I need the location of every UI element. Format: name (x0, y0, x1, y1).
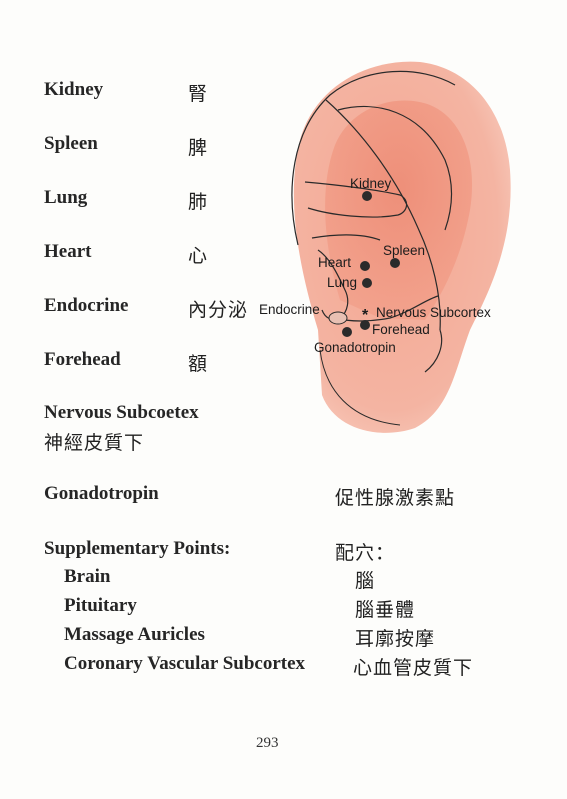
supp-item-coronary-zh: 心血管皮質下 (353, 657, 474, 679)
entry-spleen-en: Spleen (44, 133, 98, 154)
kidney-point (362, 191, 372, 201)
spleen-point (390, 258, 400, 268)
entry-kidney-zh: 腎 (188, 83, 209, 105)
entry-endocrine-zh: 內分泌 (188, 299, 249, 321)
entry-lung-en: Lung (44, 187, 88, 208)
ear-contour-superior-crus (337, 105, 453, 231)
ear-contour-antitragus (424, 329, 443, 373)
supplementary-heading: Supplementary Points: (44, 538, 231, 559)
ear-contour-cymba (304, 181, 408, 218)
entry-heart-zh: 心 (188, 245, 209, 267)
supp-item-brain-zh: 腦 (355, 570, 376, 592)
ear-label-nervous-subcortex: Nervous Subcortex (376, 305, 491, 320)
supp-item-massage-zh: 耳廓按摩 (355, 628, 436, 650)
entry-lung-zh: 肺 (188, 191, 209, 213)
supplementary-heading-zh: 配穴： (335, 542, 396, 564)
entry-nervous-en: Nervous Subcoetex (44, 402, 199, 423)
entry-forehead-en: Forehead (44, 349, 121, 370)
supp-item-pituitary-zh: 腦垂體 (355, 599, 416, 621)
entry-nervous-zh: 神經皮質下 (44, 432, 145, 454)
supp-item-pituitary-en: Pituitary (64, 595, 137, 616)
gonadotropin-point (342, 327, 352, 337)
forehead-point (360, 320, 370, 330)
page-number: 293 (256, 735, 279, 751)
ear-label-gonadotropin: Gonadotropin (314, 340, 396, 355)
ear-contour-helix-rim (291, 70, 456, 246)
ear-label-heart: Heart (318, 255, 351, 270)
ear-label-forehead: Forehead (372, 322, 430, 337)
entry-heart-en: Heart (44, 241, 92, 262)
heart-point (360, 261, 370, 271)
ear-label-endocrine: Endocrine (259, 302, 320, 317)
entry-gonadotropin-en: Gonadotropin (44, 483, 159, 504)
ear-contour-intertragic (334, 295, 439, 322)
ear-label-kidney: Kidney (350, 176, 392, 191)
lung-point (362, 278, 372, 288)
ear-label-nervous-marker: * (362, 307, 369, 324)
ear-label-lung: Lung (327, 275, 357, 290)
ear-contour-lobe (319, 349, 401, 426)
supp-item-brain-en: Brain (64, 566, 111, 587)
ear-contour-antihelix (325, 99, 441, 331)
entry-gonadotropin-zh: 促性腺激素點 (335, 487, 456, 509)
ear-label-spleen: Spleen (383, 243, 425, 258)
entry-endocrine-en: Endocrine (44, 295, 129, 316)
supp-item-massage-en: Massage Auricles (64, 624, 205, 645)
ear-endocrine-area (328, 311, 348, 325)
supp-item-coronary-en: Coronary Vascular Subcortex (64, 653, 306, 674)
entry-forehead-zh: 額 (188, 353, 209, 375)
entry-kidney-en: Kidney (44, 79, 104, 100)
ear-contour-crus (311, 234, 381, 241)
entry-spleen-zh: 脾 (188, 137, 209, 159)
